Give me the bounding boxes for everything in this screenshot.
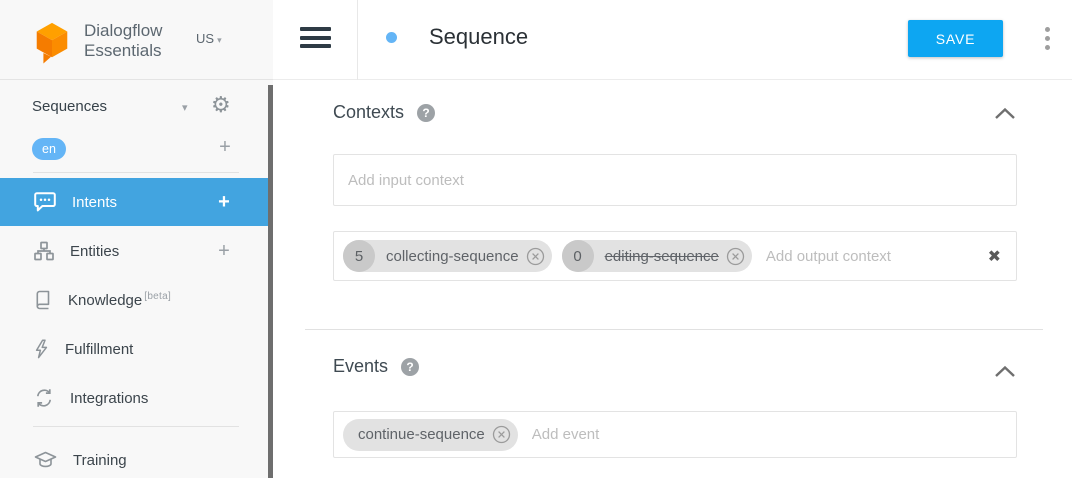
output-context-box: 5 collecting-sequence 0 editing-sequence bbox=[333, 231, 1017, 281]
clear-contexts-icon[interactable]: ✖ bbox=[987, 246, 1001, 266]
help-icon[interactable]: ? bbox=[417, 103, 436, 122]
language-row: en + bbox=[0, 136, 273, 164]
main-area: Sequence SAVE Contexts ? 5 collecting-se… bbox=[273, 0, 1072, 478]
sidebar-item-knowledge[interactable]: Knowledge[beta] bbox=[0, 276, 268, 324]
add-intent-button[interactable]: + bbox=[218, 190, 230, 213]
dialogflow-logo-icon bbox=[36, 22, 68, 64]
input-context-box bbox=[333, 154, 1017, 206]
brand-name: Dialogflow Essentials bbox=[84, 21, 162, 61]
event-field[interactable] bbox=[527, 412, 1016, 457]
sidebar-item-training[interactable]: Training bbox=[0, 436, 268, 484]
remove-chip-icon[interactable] bbox=[492, 425, 511, 444]
sync-arrows-icon bbox=[36, 389, 52, 407]
collapse-chevron-icon[interactable] bbox=[994, 365, 1016, 378]
context-lifespan: 0 bbox=[561, 240, 594, 272]
region-selector[interactable]: US▾ bbox=[196, 31, 222, 46]
sidebar-item-intents[interactable]: Intents + bbox=[0, 178, 268, 226]
sidebar-item-label: Integrations bbox=[70, 389, 149, 407]
region-label: US bbox=[196, 31, 215, 46]
events-section-header: Events ? bbox=[333, 356, 420, 377]
events-box: continue-sequence bbox=[333, 411, 1017, 458]
book-icon bbox=[36, 290, 50, 310]
divider bbox=[33, 172, 239, 173]
remove-chip-icon[interactable] bbox=[526, 247, 545, 266]
event-name: continue-sequence bbox=[358, 426, 485, 443]
gear-icon[interactable]: ⚙ bbox=[211, 93, 231, 118]
input-context-field[interactable] bbox=[334, 155, 1016, 205]
contexts-section-header: Contexts ? bbox=[333, 102, 436, 123]
sidebar-item-label: Knowledge[beta] bbox=[68, 291, 172, 309]
events-heading: Events bbox=[333, 356, 389, 376]
output-context-chip[interactable]: 0 editing-sequence bbox=[561, 240, 752, 272]
sidebar-scrollbar[interactable] bbox=[268, 85, 273, 478]
sidebar-item-label: Training bbox=[73, 451, 127, 469]
context-name: collecting-sequence bbox=[386, 247, 519, 265]
sidebar-item-entities[interactable]: Entities + bbox=[0, 227, 268, 275]
sidebar-item-label: Entities bbox=[70, 242, 120, 260]
menu-icon[interactable] bbox=[300, 27, 331, 53]
remove-chip-icon[interactable] bbox=[726, 247, 745, 266]
brand-area: Dialogflow Essentials US▾ bbox=[0, 0, 273, 80]
entities-hierarchy-icon bbox=[34, 241, 54, 261]
agent-dropdown-icon[interactable]: ▾ bbox=[182, 101, 188, 114]
save-button[interactable]: SAVE bbox=[908, 20, 1003, 57]
sidebar-item-integrations[interactable]: Integrations bbox=[0, 374, 268, 422]
kebab-menu-icon[interactable] bbox=[1045, 27, 1050, 54]
context-name: editing-sequence bbox=[604, 247, 719, 265]
output-context-chip[interactable]: 5 collecting-sequence bbox=[343, 240, 552, 272]
sidebar-item-fulfillment[interactable]: Fulfillment bbox=[0, 325, 268, 373]
lightning-bolt-icon bbox=[35, 339, 48, 359]
collapse-chevron-icon[interactable] bbox=[994, 107, 1016, 120]
sidebar: Dialogflow Essentials US▾ Sequences ▾ ⚙ … bbox=[0, 0, 273, 478]
add-language-button[interactable]: + bbox=[219, 136, 231, 158]
event-chip[interactable]: continue-sequence bbox=[343, 418, 518, 451]
contexts-heading: Contexts bbox=[333, 102, 405, 122]
sidebar-item-label: Intents bbox=[72, 193, 118, 211]
agent-name[interactable]: Sequences bbox=[32, 98, 108, 115]
brand-line2: Essentials bbox=[84, 41, 162, 60]
beta-badge: [beta] bbox=[144, 291, 172, 302]
intent-status-dot bbox=[386, 32, 397, 43]
help-icon[interactable]: ? bbox=[401, 357, 420, 376]
brand-line1: Dialogflow bbox=[84, 21, 163, 40]
language-badge[interactable]: en bbox=[32, 138, 66, 160]
context-lifespan: 5 bbox=[343, 240, 375, 272]
sidebar-item-label: Fulfillment bbox=[65, 340, 134, 358]
intent-form: Contexts ? 5 collecting-sequence bbox=[273, 80, 1072, 478]
chat-bubble-icon bbox=[34, 191, 56, 211]
agent-row: Sequences ▾ ⚙ bbox=[0, 93, 273, 124]
section-divider bbox=[305, 329, 1043, 330]
output-context-field[interactable] bbox=[761, 232, 974, 280]
add-entity-button[interactable]: + bbox=[218, 239, 230, 262]
divider bbox=[33, 426, 239, 427]
chevron-down-icon: ▾ bbox=[217, 36, 222, 46]
divider bbox=[357, 0, 358, 80]
intent-toolbar: Sequence SAVE bbox=[273, 0, 1072, 80]
page-title: Sequence bbox=[429, 24, 529, 49]
graduation-cap-icon bbox=[34, 451, 57, 468]
